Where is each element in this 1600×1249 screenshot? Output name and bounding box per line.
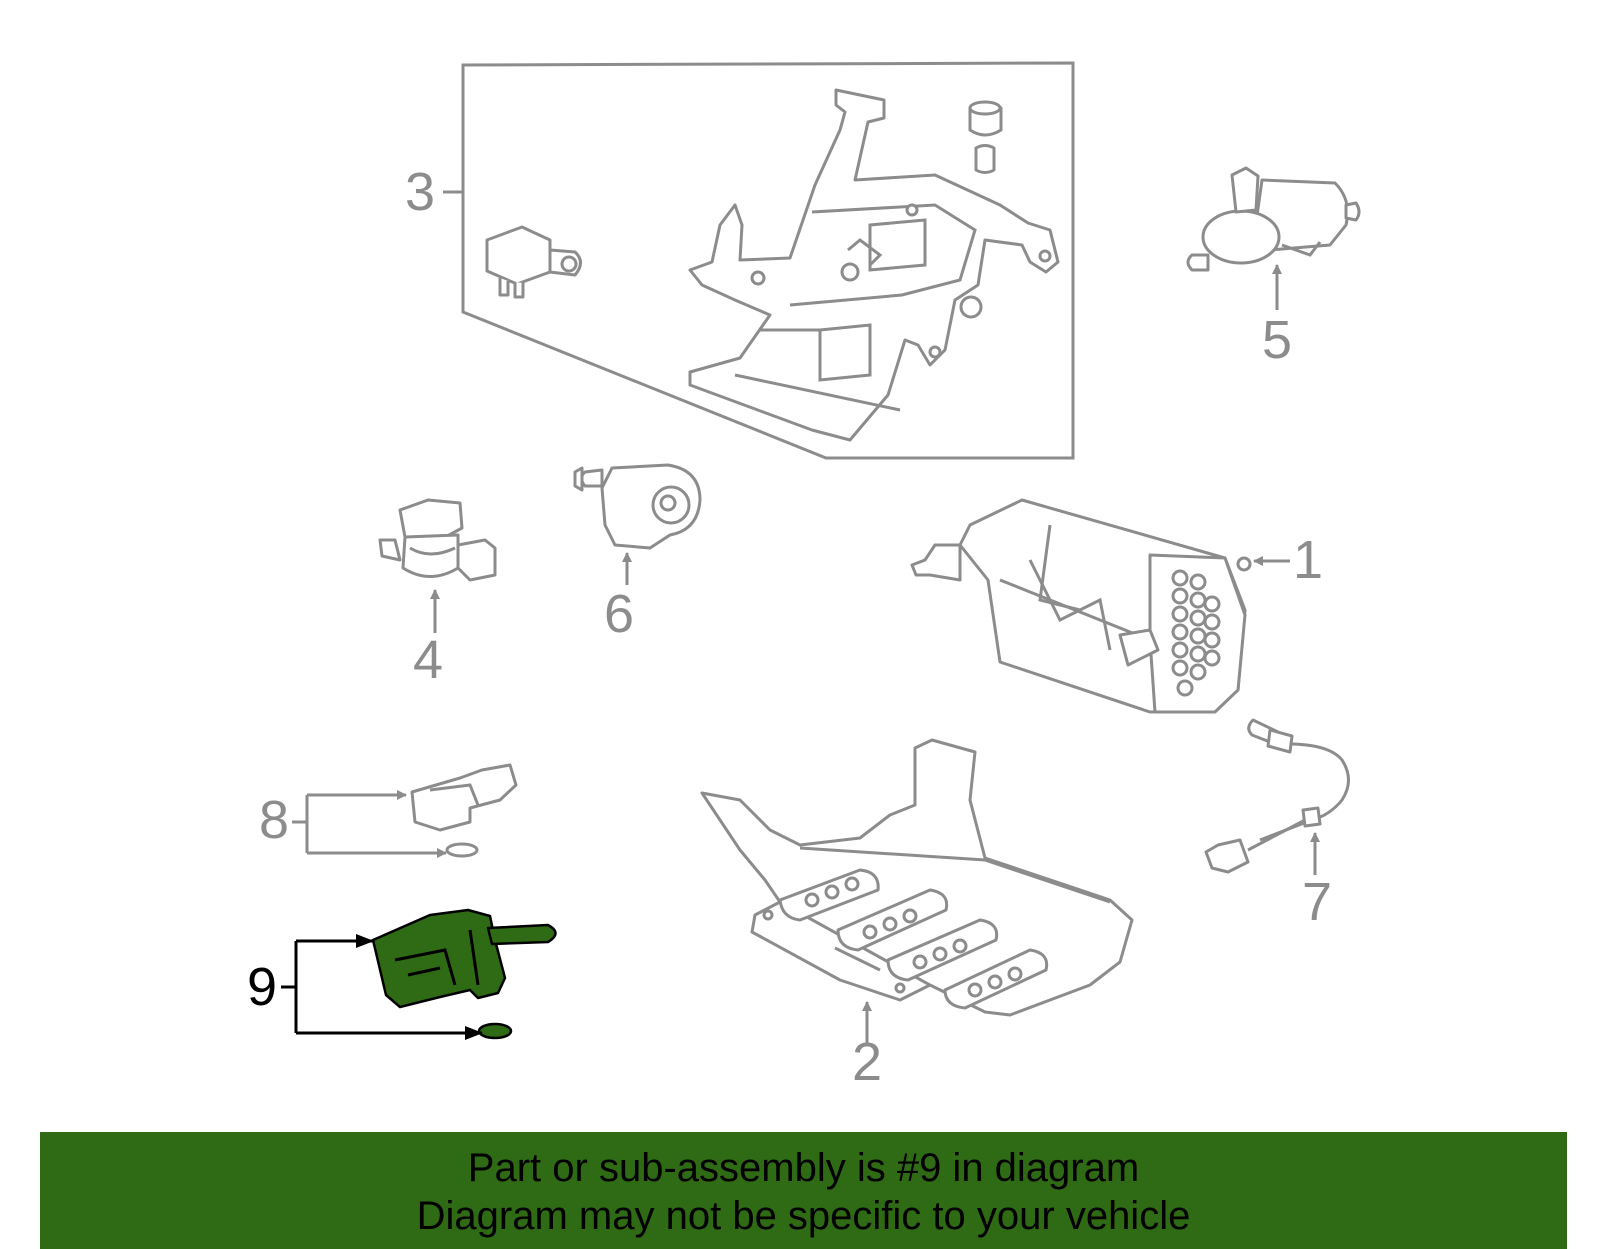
callout-3[interactable]: 3 [405,162,435,222]
part-7-sensor [1204,718,1350,874]
part-1-canister [910,498,1252,714]
callout-6[interactable]: 6 [604,584,634,644]
part-9-component [371,908,557,1040]
callout-9[interactable]: 9 [247,957,277,1017]
callout-2[interactable]: 2 [852,1032,882,1092]
callout-5[interactable]: 5 [1262,310,1292,370]
callout-1[interactable]: 1 [1293,530,1323,590]
callout-8[interactable]: 8 [259,790,289,850]
part-6-component [573,463,702,550]
part-3-group[interactable] [443,61,1075,460]
part-9-group[interactable] [281,908,557,1040]
info-banner: Part or sub-assembly is #9 in diagram Di… [40,1132,1567,1249]
part-2-group[interactable] [700,738,1134,1045]
part-9-seal [477,1022,513,1040]
banner-line-1: Part or sub-assembly is #9 in diagram [467,1146,1140,1190]
part-6-group[interactable] [573,463,702,585]
part-3-bracket [688,88,1060,442]
part-3-caps [968,100,1003,174]
callout-7[interactable]: 7 [1302,872,1332,932]
canister-holes [1171,569,1221,697]
part-2-plate [700,738,1134,1017]
part-4-component [378,498,497,582]
part-8-sensor [410,763,518,858]
callout-4[interactable]: 4 [413,630,443,690]
part-3-sensor [485,225,582,299]
banner-line-2: Diagram may not be specific to your vehi… [416,1194,1191,1238]
part-5-group[interactable] [1186,166,1361,310]
part-1-group[interactable] [910,498,1290,714]
part-5-component [1186,166,1361,272]
part-4-group[interactable] [378,498,497,633]
part-8-group[interactable] [292,763,518,858]
part-7-group[interactable] [1204,718,1350,875]
assembly-box [461,61,1075,460]
